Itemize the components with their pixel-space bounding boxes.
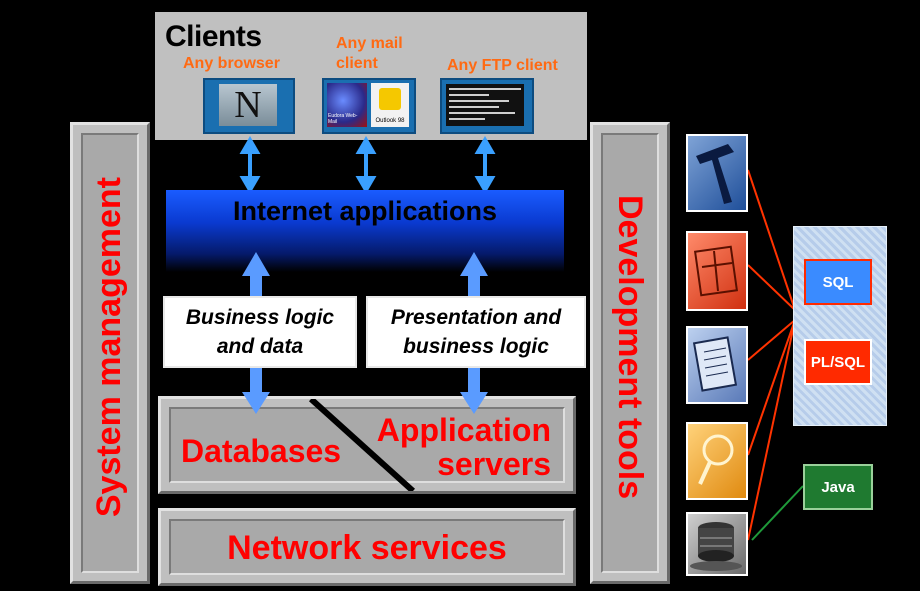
hammer-icon — [686, 134, 748, 212]
ftp-thumbnail — [440, 78, 534, 134]
business-logic-line2: and data — [216, 335, 304, 358]
internet-applications-band: Internet applications — [166, 190, 564, 272]
blueprint-icon — [686, 231, 748, 311]
data-tier-box: Databases Application servers — [158, 396, 576, 494]
network-services-label: Network services — [227, 529, 507, 567]
mail-thumbnail: Eudora Web-Mail Outlook 98 — [322, 78, 416, 134]
clients-panel: Clients Any browser Any mail client Any … — [155, 12, 587, 140]
java-button: Java — [803, 464, 873, 510]
eudora-icon: Eudora Web-Mail — [327, 83, 367, 127]
coffee-cup-icon — [686, 512, 748, 576]
terminal-icon — [446, 84, 524, 126]
development-tools-label: Development tools — [611, 195, 649, 500]
business-logic-box: Business logic and data — [163, 296, 357, 368]
application-servers-line2: servers — [437, 446, 551, 482]
outlook-icon: Outlook 98 — [371, 83, 409, 127]
magnifier-icon — [686, 422, 748, 500]
application-servers-line1: Application — [376, 412, 551, 448]
business-logic-line1: Business logic — [185, 306, 335, 329]
plsql-button: PL/SQL — [804, 339, 872, 385]
red-connector-lines — [747, 169, 796, 541]
diagonal-divider — [308, 399, 416, 491]
databases-label: Databases — [181, 433, 342, 469]
development-tools-pillar: Development tools — [590, 122, 670, 584]
sql-button: SQL — [804, 259, 872, 305]
client-link-arrows — [239, 136, 496, 194]
browser-logo: N — [219, 84, 277, 126]
network-services-box: Network services — [158, 508, 576, 586]
internet-applications-label: Internet applications — [232, 196, 498, 226]
development-tools-label-wrap: Development tools — [610, 195, 649, 499]
document-icon — [686, 326, 748, 404]
eudora-logo-text: Eudora Web-Mail — [328, 113, 358, 125]
outlook-logo-text: Outlook 98 — [375, 118, 405, 124]
browser-label: Any browser — [183, 55, 280, 72]
browser-thumbnail: N — [203, 78, 295, 134]
application-servers-label: Application servers — [371, 413, 551, 481]
ftp-label: Any FTP client — [447, 57, 558, 74]
presentation-logic-box: Presentation and business logic — [366, 296, 586, 368]
netscape-n-letter: N — [234, 84, 262, 126]
system-management-pillar: System management — [70, 122, 150, 584]
presentation-logic-line1: Presentation and — [390, 306, 562, 329]
mail-label-line1: Any mail — [336, 35, 403, 52]
presentation-logic-line2: business logic — [403, 335, 549, 358]
mail-label-line2: client — [336, 55, 378, 72]
green-connector-line — [751, 485, 804, 541]
clients-title: Clients — [165, 20, 262, 53]
language-panel: SQL PL/SQL — [793, 226, 887, 426]
